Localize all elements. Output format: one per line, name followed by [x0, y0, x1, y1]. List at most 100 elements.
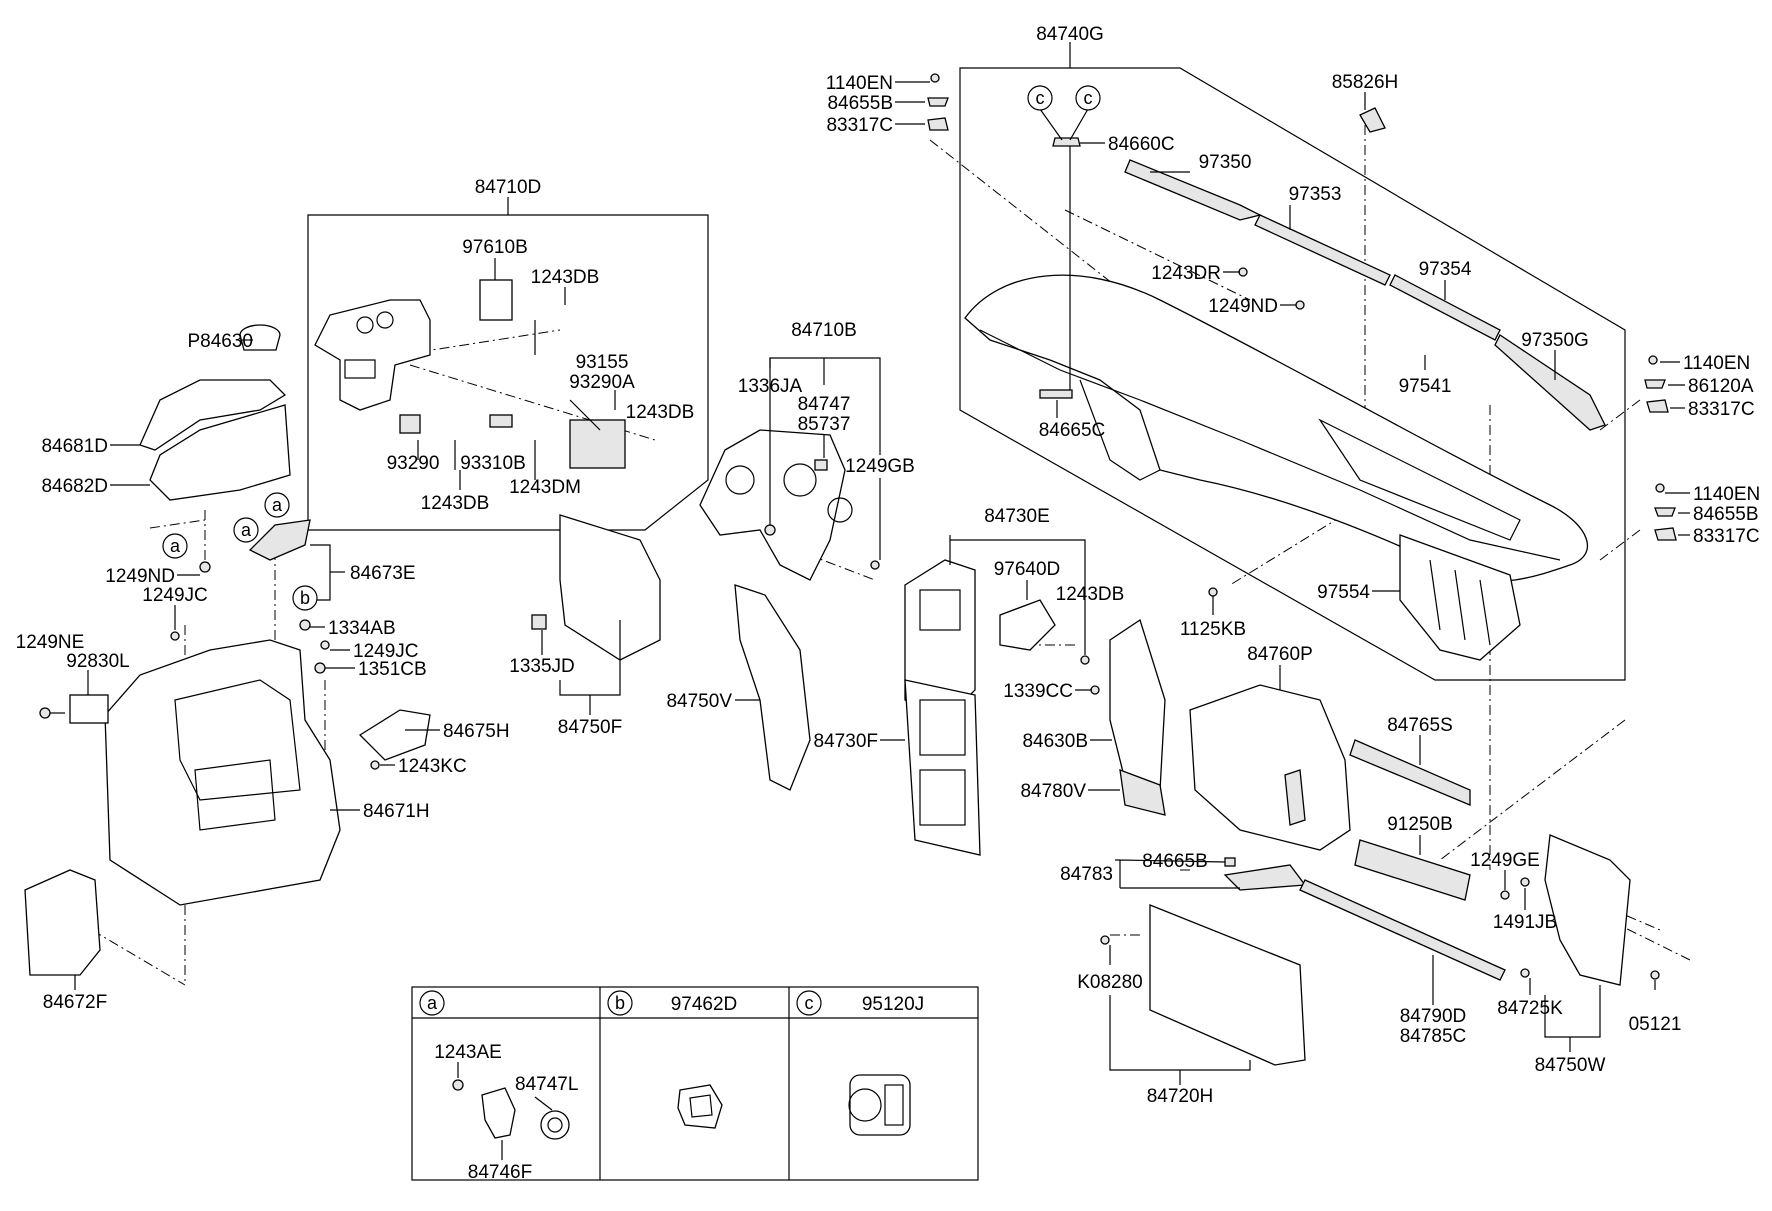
svg-text:a: a	[241, 520, 252, 540]
defroster-97354	[1389, 274, 1501, 341]
label-85826H: 85826H	[1332, 72, 1399, 93]
screw-1140EN-b	[1648, 355, 1658, 365]
svg-text:b: b	[300, 588, 310, 608]
legend-label-84746F: 84746F	[468, 1162, 532, 1183]
label-84725K: 84725K	[1497, 998, 1563, 1019]
label-1336JA: 1336JA	[738, 376, 803, 397]
label-1249JC-a: 1249JC	[142, 585, 208, 606]
svg-text:95120J: 95120J	[862, 994, 924, 1015]
label-84710B: 84710B	[791, 320, 857, 341]
label-86120A: 86120A	[1688, 376, 1754, 397]
clip-85826H	[1359, 107, 1386, 133]
bracket-84750V	[734, 584, 811, 791]
label-84760P: 84760P	[1247, 644, 1313, 665]
legend-table	[411, 986, 979, 1181]
label-97350G: 97350G	[1521, 330, 1589, 351]
label-1249GE: 1249GE	[1470, 850, 1540, 871]
label-84747: 84747	[798, 394, 851, 415]
bracket-84673E	[248, 519, 311, 561]
label-93290A: 93290A	[569, 372, 635, 393]
cover-84675H	[358, 709, 431, 761]
nut-1339CC	[1090, 685, 1100, 695]
defroster-97350	[1124, 159, 1262, 221]
label-1335JD: 1335JD	[509, 656, 575, 677]
switch-93310B	[489, 414, 513, 428]
screw-05121	[1650, 970, 1660, 980]
label-1249NE: 1249NE	[16, 632, 85, 653]
callout-a-2: a	[162, 533, 188, 559]
svg-text:b: b	[615, 993, 625, 1013]
panel-84720H	[1149, 904, 1306, 1066]
label-84672F: 84672F	[43, 992, 107, 1013]
group-box-84740G	[959, 67, 1626, 681]
label-84665C: 84665C	[1039, 420, 1106, 441]
label-K08280: K08280	[1077, 972, 1143, 993]
legend-label-1243AE: 1243AE	[434, 1042, 502, 1063]
label-85737: 85737	[798, 414, 851, 435]
label-84765S: 84765S	[1387, 715, 1453, 736]
bolt-1249JC	[170, 631, 180, 641]
label-84655B-b: 84655B	[1693, 504, 1759, 525]
trim-84783	[1223, 864, 1307, 891]
module-92830L	[69, 694, 109, 724]
center-fascia-84730E	[904, 559, 976, 721]
label-97640D: 97640D	[994, 559, 1061, 580]
panel-84750F	[559, 514, 661, 661]
clip-84655B-b	[1654, 507, 1676, 517]
panel-84730F	[904, 679, 981, 856]
duct-97554	[1399, 534, 1521, 661]
label-84671H: 84671H	[363, 801, 430, 822]
callout-c-1: c	[1027, 85, 1053, 111]
label-84730E: 84730E	[984, 506, 1050, 527]
cup-holder-P84630	[239, 324, 281, 351]
label-1243DB-c: 1243DB	[421, 493, 490, 514]
label-84750V: 84750V	[666, 691, 732, 712]
clip-86120A	[1644, 379, 1666, 389]
cluster-housing-84710B	[699, 429, 846, 581]
svg-text:a: a	[272, 495, 283, 515]
garnish-84672F	[24, 869, 101, 976]
screw-1243KC	[370, 760, 380, 770]
screw-1140EN-a	[930, 73, 940, 83]
label-93310B: 93310B	[460, 453, 526, 474]
label-84655B-a: 84655B	[827, 93, 893, 114]
crash-pad-main	[964, 274, 1588, 582]
vent-97640D	[999, 599, 1056, 651]
cap-83317C-c	[1654, 527, 1677, 541]
label-84720H: 84720H	[1147, 1086, 1214, 1107]
cap-83317C-b	[1646, 399, 1669, 413]
screw-K08280	[1100, 935, 1110, 945]
label-92830L: 92830L	[66, 651, 129, 672]
label-1140EN-b: 1140EN	[1683, 353, 1750, 374]
label-97610B: 97610B	[462, 237, 528, 258]
bolt-1249GE	[1500, 890, 1510, 900]
screw-1125KB	[1208, 587, 1218, 597]
bolt-1249JC-b	[320, 640, 330, 650]
legend-header-b: b 97462D	[607, 990, 738, 1016]
label-83317C-a: 83317C	[826, 115, 893, 136]
svg-text:a: a	[170, 536, 181, 556]
label-84675H: 84675H	[443, 721, 510, 742]
label-84665B: 84665B	[1142, 851, 1208, 872]
label-1351CB: 1351CB	[358, 659, 427, 680]
screw-84725K	[1520, 968, 1530, 978]
callout-a-1: a	[264, 492, 290, 518]
svg-text:97462D: 97462D	[671, 994, 738, 1015]
legend-part-97462D	[677, 1084, 723, 1129]
label-1249ND-a: 1249ND	[1208, 296, 1278, 317]
label-1243DM: 1243DM	[509, 477, 581, 498]
clip-84747	[814, 459, 828, 471]
label-1125KB: 1125KB	[1180, 619, 1246, 640]
leader-lines	[50, 42, 1690, 1160]
label-05121: 05121	[1629, 1014, 1682, 1035]
bracket-91250B	[1354, 839, 1471, 901]
label-1140EN-c: 1140EN	[1693, 484, 1760, 505]
legend-part-95120J	[849, 1074, 911, 1136]
vent-97610B	[479, 279, 513, 321]
label-91250B: 91250B	[1387, 814, 1453, 835]
label-84660C: 84660C	[1108, 134, 1175, 155]
label-1249JC-b: 1249JC	[353, 641, 419, 662]
reinforcement-84765S	[1349, 739, 1471, 806]
clip-1335JD	[531, 614, 547, 630]
